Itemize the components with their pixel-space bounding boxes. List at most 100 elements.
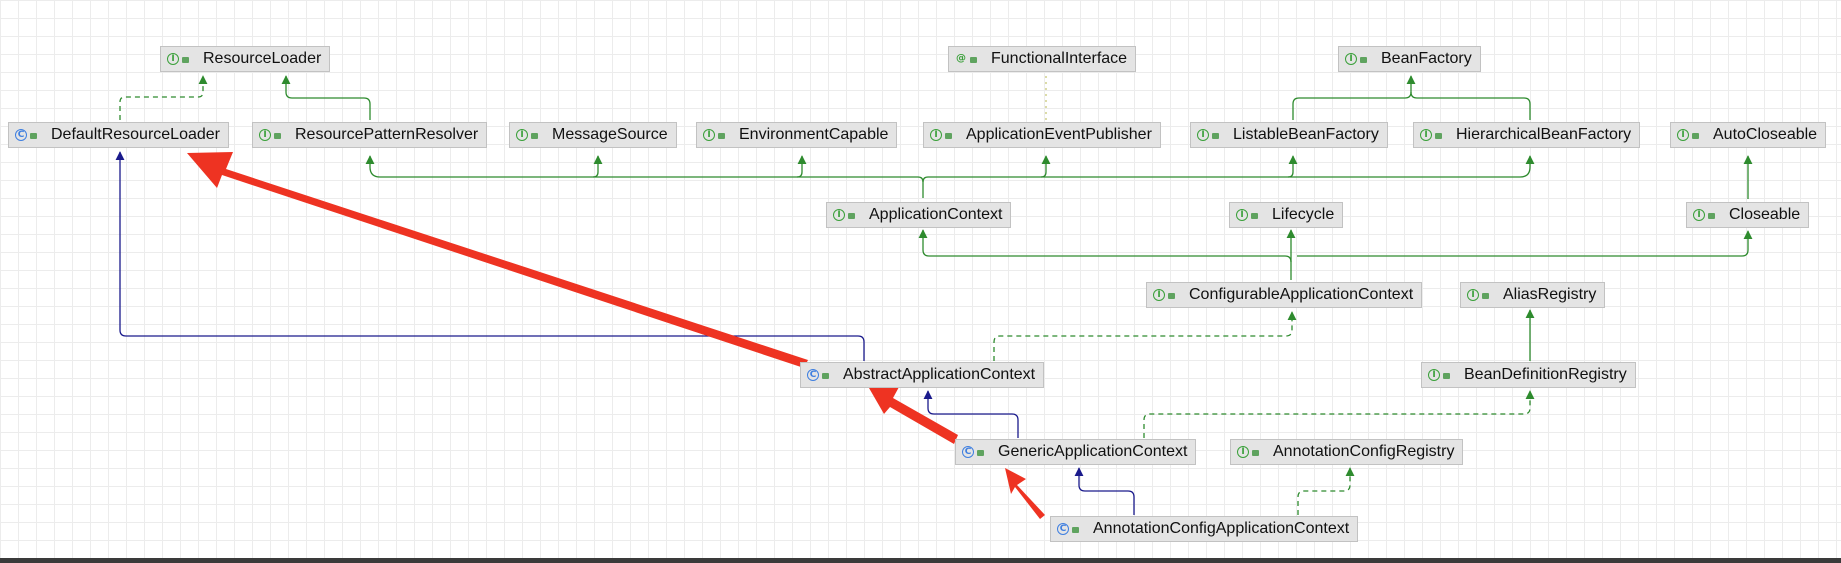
node-label: BeanDefinitionRegistry [1464, 366, 1627, 383]
edge-applicationcontext-bus [922, 155, 1535, 198]
interface-icon: I [1153, 289, 1165, 301]
highlight-arrow-to-genericapplicationcontext [1005, 468, 1045, 519]
lock-icon [182, 57, 189, 63]
interface-icon: I [703, 129, 715, 141]
node-resource-pattern-resolver[interactable]: I ResourcePatternResolver [252, 122, 488, 148]
node-hierarchical-bean-factory[interactable]: I HierarchicalBeanFactory [1413, 122, 1641, 148]
node-alias-registry[interactable]: I AliasRegistry [1460, 282, 1606, 308]
interface-icon: I [516, 129, 528, 141]
interface-icon: I [259, 129, 271, 141]
node-annotation-config-registry[interactable]: I AnnotationConfigRegistry [1230, 439, 1464, 465]
lock-icon [970, 57, 977, 63]
bottom-edge-bar [0, 558, 1841, 563]
lock-icon [1435, 133, 1442, 139]
interface-icon: I [1420, 129, 1432, 141]
node-application-context[interactable]: I ApplicationContext [826, 202, 1012, 228]
node-functional-interface[interactable]: @ FunctionalInterface [948, 46, 1137, 72]
edge-bus-listablebeanfactory [1287, 155, 1298, 178]
node-generic-application-context[interactable]: C GenericApplicationContext [955, 439, 1197, 465]
lock-icon [1443, 373, 1450, 379]
class-icon: C [807, 369, 819, 381]
edge-annotationconfig-generic [1074, 467, 1135, 515]
lock-icon [1482, 293, 1489, 299]
edge-generic-beandefinitionregistry [1143, 390, 1535, 438]
lock-icon [1692, 133, 1699, 139]
interface-icon: I [167, 53, 179, 65]
node-label: AutoCloseable [1713, 126, 1818, 143]
node-closeable[interactable]: I Closeable [1686, 202, 1810, 228]
interface-icon: I [1428, 369, 1440, 381]
edge-configurable-closeable [1297, 230, 1753, 257]
lock-icon [274, 133, 281, 139]
node-label: ResourceLoader [203, 50, 322, 67]
node-label: AbstractApplicationContext [843, 366, 1036, 383]
edge-bus-resourcepatternresolver [365, 155, 924, 183]
interface-icon: I [930, 129, 942, 141]
edge-hierarchicalbeanfactory-beanfactory [1410, 91, 1531, 120]
lock-icon [1168, 293, 1175, 299]
edge-bus-environmentcapable [796, 155, 807, 178]
edge-abstract-defaultresourceloader [115, 151, 865, 361]
node-label: ResourcePatternResolver [295, 126, 479, 143]
annotation-icon: @ [956, 53, 966, 64]
node-label: BeanFactory [1381, 50, 1472, 67]
node-label: ApplicationContext [869, 206, 1003, 223]
class-icon: C [1057, 523, 1069, 535]
class-icon: C [15, 129, 27, 141]
node-bean-factory[interactable]: I BeanFactory [1338, 46, 1481, 72]
edge-configurable-applicationcontext [918, 229, 1292, 280]
lock-icon [848, 213, 855, 219]
node-label: MessageSource [552, 126, 668, 143]
node-label: ListableBeanFactory [1233, 126, 1379, 143]
node-label: AnnotationConfigApplicationContext [1093, 520, 1350, 537]
node-configurable-application-context[interactable]: I ConfigurableApplicationContext [1146, 282, 1423, 308]
node-bean-definition-registry[interactable]: I BeanDefinitionRegistry [1421, 362, 1636, 388]
edge-annotationconfig-annotationconfigregistry [1297, 467, 1355, 515]
node-message-source[interactable]: I MessageSource [509, 122, 677, 148]
node-label: Closeable [1729, 206, 1801, 223]
node-application-event-publisher[interactable]: I ApplicationEventPublisher [923, 122, 1161, 148]
lock-icon [1252, 450, 1259, 456]
lock-icon [1251, 213, 1258, 219]
node-auto-closeable[interactable]: I AutoCloseable [1670, 122, 1827, 148]
node-lifecycle[interactable]: I Lifecycle [1229, 202, 1344, 228]
node-resource-loader[interactable]: I ResourceLoader [160, 46, 331, 72]
lock-icon [1708, 213, 1715, 219]
lock-icon [531, 133, 538, 139]
node-label: FunctionalInterface [991, 50, 1128, 67]
interface-icon: I [1197, 129, 1209, 141]
lock-icon [1072, 527, 1079, 533]
highlight-arrow-to-defaultresourceloader [187, 152, 808, 368]
interface-icon: I [1693, 209, 1705, 221]
node-label: DefaultResourceLoader [51, 126, 220, 143]
node-label: AnnotationConfigRegistry [1273, 443, 1455, 460]
node-environment-capable[interactable]: I EnvironmentCapable [696, 122, 898, 148]
node-label: ApplicationEventPublisher [966, 126, 1152, 143]
edge-generic-abstract [923, 390, 1019, 438]
node-label: EnvironmentCapable [739, 126, 889, 143]
edge-defaultresourceloader-resourceloader [119, 75, 208, 120]
interface-icon: I [1236, 209, 1248, 221]
lock-icon [945, 133, 952, 139]
edge-bus-applicationeventpublisher [1040, 155, 1051, 178]
node-abstract-application-context[interactable]: C AbstractApplicationContext [800, 362, 1045, 388]
edge-abstract-configurable [993, 311, 1297, 361]
edge-bus-messagesource [592, 155, 603, 178]
lock-icon [1212, 133, 1219, 139]
node-label: AliasRegistry [1503, 286, 1597, 303]
edge-resourcepatternresolver-resourceloader [281, 75, 371, 120]
node-default-resource-loader[interactable]: C DefaultResourceLoader [8, 122, 229, 148]
interface-icon: I [833, 209, 845, 221]
lock-icon [30, 133, 37, 139]
lock-icon [977, 450, 984, 456]
edge-listablebeanfactory-beanfactory [1292, 75, 1416, 120]
lock-icon [1360, 57, 1367, 63]
node-annotation-config-application-context[interactable]: C AnnotationConfigApplicationContext [1050, 516, 1359, 542]
node-label: ConfigurableApplicationContext [1189, 286, 1414, 303]
interface-icon: I [1467, 289, 1479, 301]
node-listable-bean-factory[interactable]: I ListableBeanFactory [1190, 122, 1388, 148]
node-label: Lifecycle [1272, 206, 1335, 223]
highlight-arrow-to-abstractapplicationcontext [869, 387, 958, 444]
node-label: GenericApplicationContext [998, 443, 1188, 460]
